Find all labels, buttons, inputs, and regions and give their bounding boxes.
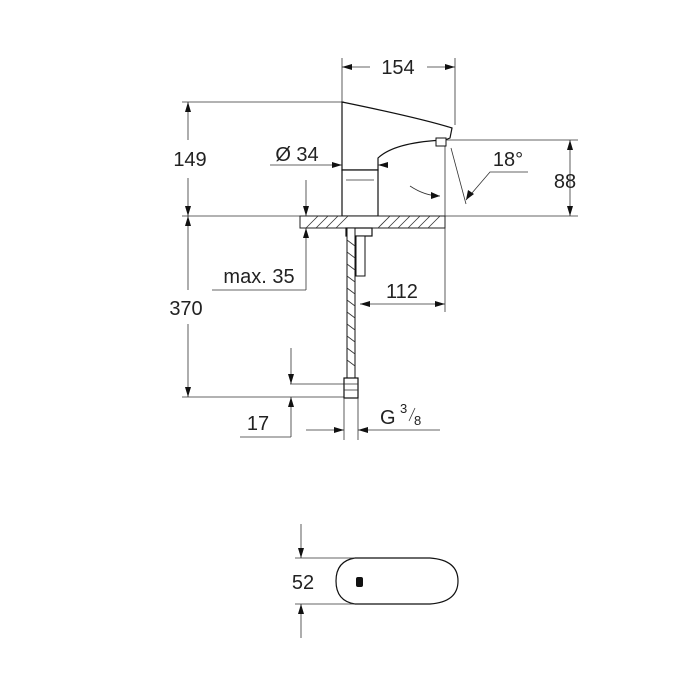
dimension-52: 52 [292,524,355,638]
faucet-base [341,169,379,217]
label-thread-denominator: 8 [414,413,421,428]
label-angle-18: 18° [493,149,523,171]
faucet-spout [341,101,453,171]
faucet-side-view [299,101,453,399]
label-52: 52 [292,572,314,594]
hose-connector [343,377,359,399]
label-149: 149 [173,149,206,171]
countertop-hatching [305,215,441,229]
label-88: 88 [554,171,576,193]
top-view-outline [335,557,459,605]
dimension-g-thread: G 3 8 [306,398,440,440]
dimension-149: 149 [173,102,207,216]
label-112: 112 [386,281,418,303]
label-154: 154 [381,57,414,79]
sensor-window [356,577,363,587]
dimension-370: 370 [169,216,203,397]
dimension-112: 112 [360,281,445,307]
dimension-88: 88 [554,140,576,216]
dimension-154: 154 [342,57,455,79]
label-thread-g: G [380,407,396,429]
dimension-diameter-34: Ø 34 [270,144,388,168]
label-370: 370 [169,298,202,320]
label-diameter-34: Ø 34 [275,144,318,166]
dimension-max-35: max. 35 [212,180,309,291]
faucet-top-view [335,557,459,605]
dimension-angle-18: 18° [409,147,528,205]
label-thread-numerator: 3 [400,401,407,416]
dimension-17: 17 [240,348,294,438]
label-max-35: max. 35 [223,266,294,288]
label-17: 17 [247,413,269,435]
